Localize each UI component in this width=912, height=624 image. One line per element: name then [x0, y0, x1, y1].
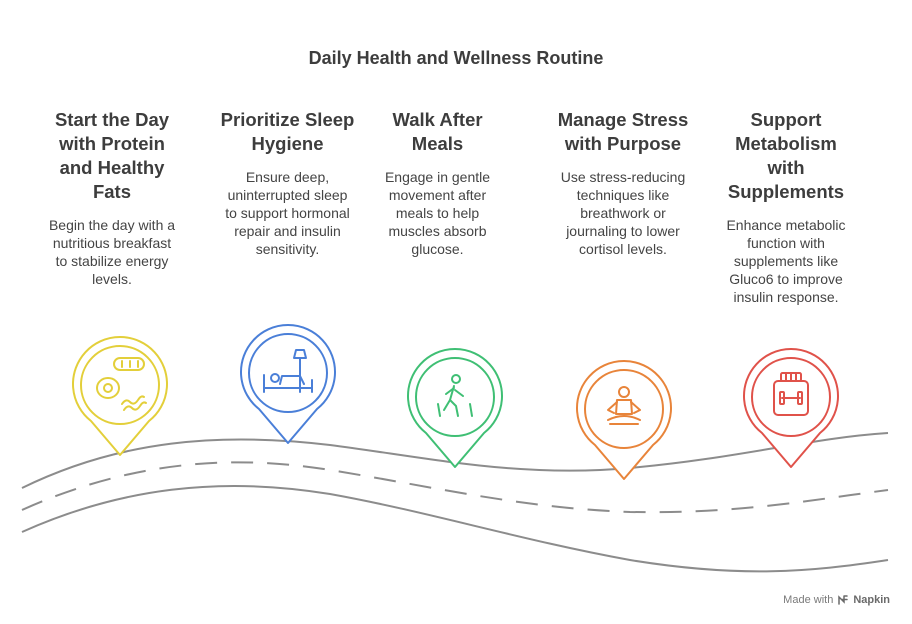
supplement-jar-icon	[773, 372, 809, 416]
napkin-logo-icon	[838, 595, 849, 605]
step-4: Manage Stress with Purpose Use stress-re…	[543, 108, 703, 258]
pin-marker-3	[407, 348, 503, 468]
step-title: Manage Stress with Purpose	[557, 109, 689, 154]
step-1: Start the Day with Protein and Healthy F…	[42, 108, 182, 288]
walking-person-icon	[437, 374, 473, 417]
step-description: Use stress-reducing techniques like brea…	[560, 169, 686, 257]
pin-marker-2	[240, 324, 336, 444]
road-lower-edge	[21, 484, 889, 573]
pin-marker-4	[576, 360, 672, 480]
road-upper-edge	[21, 432, 889, 489]
step-2: Prioritize Sleep Hygiene Ensure deep, un…	[205, 108, 370, 258]
page-title: Daily Health and Wellness Routine	[308, 48, 604, 68]
step-title: Start the Day with Protein and Healthy F…	[54, 109, 170, 202]
pin-marker-5	[743, 348, 839, 468]
step-title: Prioritize Sleep Hygiene	[220, 109, 355, 154]
pin-marker-1	[72, 336, 168, 456]
made-with-label: Made with	[783, 594, 834, 606]
napkin-brand-label: Napkin	[853, 594, 890, 606]
sleep-bed-icon	[263, 349, 313, 393]
step-description: Ensure deep, uninterrupted sleep to supp…	[225, 169, 350, 257]
step-description: Enhance metabolic function with suppleme…	[726, 217, 846, 305]
footer-attribution: Made with Napkin	[783, 594, 890, 606]
step-description: Engage in gentle movement after meals to…	[384, 169, 491, 257]
step-title: Support Metabolism with Supplements	[727, 109, 845, 202]
step-title: Walk After Meals	[392, 109, 483, 154]
step-5: Support Metabolism with Supplements Enha…	[718, 108, 854, 306]
breakfast-icon	[96, 357, 147, 411]
step-3: Walk After Meals Engage in gentle moveme…	[375, 108, 500, 258]
meditation-icon	[607, 386, 641, 425]
road-center-line	[21, 461, 889, 514]
step-description: Begin the day with a nutritious breakfas…	[48, 217, 176, 287]
